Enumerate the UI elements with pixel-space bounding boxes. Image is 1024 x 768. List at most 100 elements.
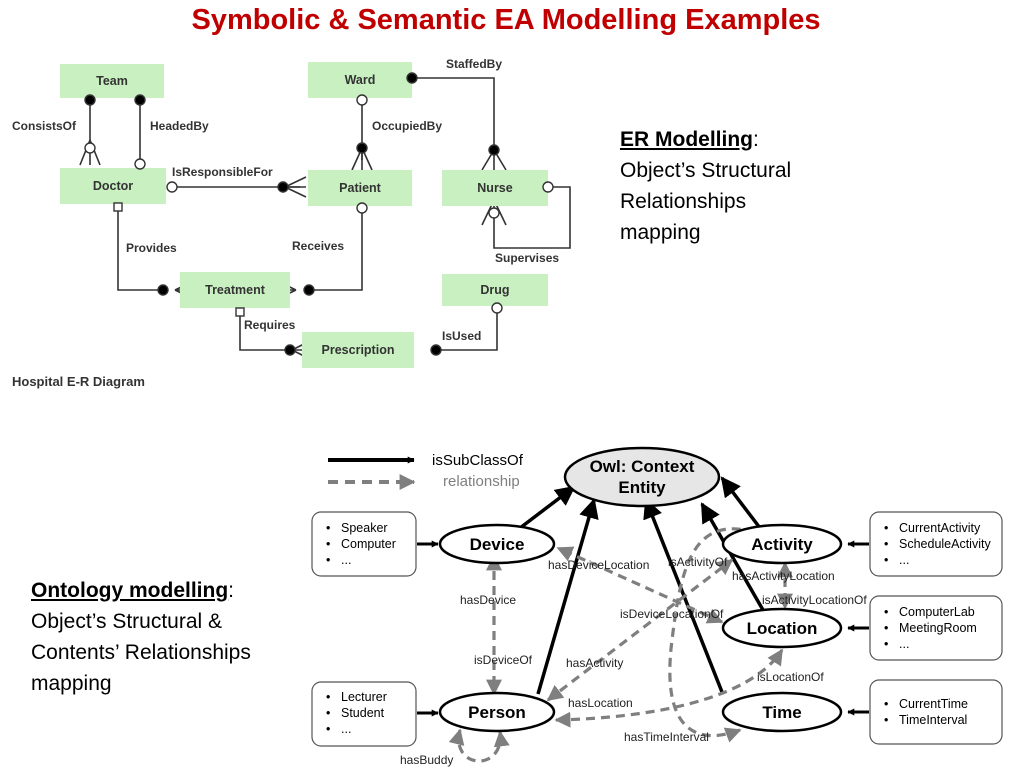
entity-prescription-label: Prescription [322,343,395,357]
er-mandatory-dot [406,72,418,84]
er-relationship-labels: ConsistsOf HeadedBy StaffedBy OccupiedBy… [12,57,559,389]
edge-device-subclass [518,485,576,530]
er-optional-square [235,307,245,317]
er-mandatory-dot [157,284,169,296]
svg-text:•: • [326,521,330,535]
rel-receives-label: Receives [292,239,344,253]
root-label-line: Owl: Context [590,457,695,476]
er-mandatory-dot [284,344,296,356]
instance-item: ... [899,637,909,651]
rel-supervises-label: Supervises [495,251,559,265]
er-heading: ER Modelling [620,128,753,151]
instance-item: Student [341,706,385,720]
entity-ward: Ward [308,62,412,98]
entity-treatment: Treatment [180,272,290,308]
entity-ward-label: Ward [345,73,376,87]
rel-staffedby-label: StaffedBy [446,57,502,71]
er-optional-circle [491,302,503,314]
node-time-label: Time [762,703,801,722]
er-optional-circle [542,181,554,193]
er-optional-circle [166,181,178,193]
rel-provides-label: Provides [126,241,177,255]
node-owl-context-entity: Owl: Context Entity [563,446,721,508]
legend-relationship-label: relationship [443,473,520,490]
instance-box-time: •CurrentTime •TimeInterval [869,679,1003,745]
ontology-legend: isSubClassOf relationship [328,452,524,490]
er-optional-circle [488,207,500,219]
node-location: Location [721,607,843,649]
node-activity-label: Activity [751,535,813,554]
subclass-edges [518,476,765,695]
rel-haslocation-label: hasLocation [568,696,633,710]
svg-text:•: • [884,521,888,535]
entity-treatment-label: Treatment [205,283,266,297]
er-mandatory-dot [303,284,315,296]
er-entities: Team Ward Doctor Patient Nurse Treatment… [60,62,548,368]
instance-item: ComputerLab [899,605,975,619]
er-optional-square [113,202,123,212]
edge-has-buddy [448,728,510,763]
rel-requires-label: Requires [244,318,296,332]
rel-headedby-label: HeadedBy [150,119,209,133]
svg-text:•: • [326,537,330,551]
rel-isdeviceof-label: isDeviceOf [474,653,533,667]
instance-item: Lecturer [341,690,387,704]
ontology-heading: Ontology modelling [31,579,229,602]
edge-activity-subclass [720,476,762,530]
rel-isresponsiblefor-label: IsResponsibleFor [172,165,273,179]
svg-text:•: • [884,637,888,651]
er-description: ER Modelling: Object’s Structural Relati… [620,124,791,248]
svg-text:•: • [884,621,888,635]
er-optional-circle [356,202,368,214]
node-location-label: Location [747,619,818,638]
instance-item: Computer [341,537,396,551]
er-mandatory-dot [356,142,368,154]
svg-text:•: • [884,713,888,727]
er-cardinality-markers [84,72,554,356]
er-optional-circle [356,94,368,106]
svg-text:•: • [884,605,888,619]
ontology-heading-colon: : [228,579,234,602]
svg-text:•: • [326,722,330,736]
entity-doctor-label: Doctor [93,179,133,193]
entity-nurse: Nurse [442,170,548,206]
ontology-description: Ontology modelling: Object’s Structural … [31,575,251,699]
er-heading-colon: : [753,128,759,151]
entity-patient-label: Patient [339,181,382,195]
rel-isused-label: IsUsed [442,329,481,343]
root-label-line: Entity [618,478,666,497]
node-time: Time [721,691,843,733]
instance-item: ... [341,722,351,736]
edge-person-location [554,648,784,728]
node-person: Person [438,691,556,733]
er-mandatory-dot [84,94,96,106]
svg-text:•: • [884,537,888,551]
rel-hasdevice-label: hasDevice [460,593,516,607]
node-device-label: Device [470,535,525,554]
instance-box-person: •Lecturer •Student •... [311,681,417,747]
instance-item: TimeInterval [899,713,967,727]
rel-hasdevicelocation-label: hasDeviceLocation [548,558,649,572]
entity-doctor: Doctor [60,168,166,204]
edge-person-time [668,527,746,743]
relationship-edges [448,527,793,763]
instance-box-activity: •CurrentActivity •ScheduleActivity •... [869,511,1003,577]
ontology-desc-line: mapping [31,672,112,695]
ontology-desc-line: Contents’ Relationships [31,641,251,664]
er-mandatory-dot [277,181,289,193]
rel-consistsof-label: ConsistsOf [12,119,77,133]
ontology-relation-labels: hasDeviceLocation isActivityOf hasActivi… [400,555,867,767]
svg-text:•: • [326,553,330,567]
entity-team: Team [60,64,164,98]
rel-occupiedby-label: OccupiedBy [372,119,442,133]
er-mandatory-dot [430,344,442,356]
instance-item: ... [899,553,909,567]
node-person-label: Person [468,703,526,722]
er-optional-circle [134,158,146,170]
svg-text:•: • [884,697,888,711]
er-optional-circle [84,142,96,154]
instance-item: MeetingRoom [899,621,977,635]
entity-nurse-label: Nurse [477,181,512,195]
svg-text:•: • [326,706,330,720]
